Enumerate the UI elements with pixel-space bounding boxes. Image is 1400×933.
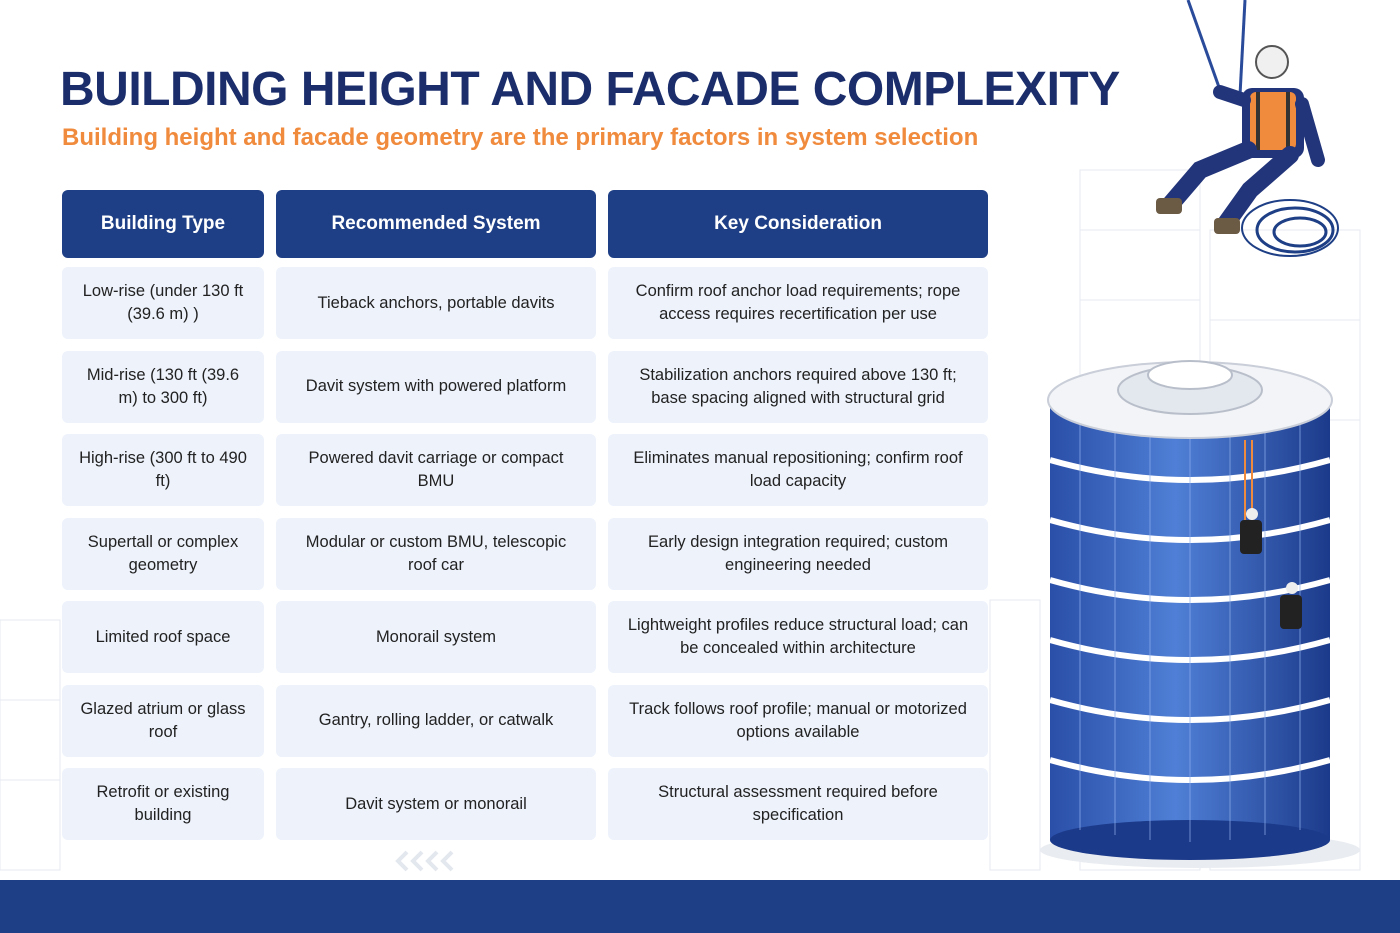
cell-building-type: Low-rise (under 130 ft (39.6 m) ): [62, 267, 264, 339]
table-row: Limited roof space Monorail system Light…: [62, 601, 988, 673]
page-title: BUILDING HEIGHT AND FACADE COMPLEXITY: [60, 63, 1120, 116]
cell-recommended-system: Powered davit carriage or compact BMU: [276, 434, 596, 506]
header-building-type: Building Type: [62, 190, 264, 258]
cell-building-type: Glazed atrium or glass roof: [62, 684, 264, 757]
cylindrical-glass-tower-illustration: [1040, 360, 1360, 868]
table-row: Supertall or complex geometry Modular or…: [62, 517, 988, 590]
cell-recommended-system: Modular or custom BMU, telescopic roof c…: [276, 517, 596, 590]
table-row: Mid-rise (130 ft (39.6 m) to 300 ft) Dav…: [62, 350, 988, 423]
cell-key-consideration: Confirm roof anchor load requirements; r…: [608, 267, 988, 339]
cell-recommended-system: Monorail system: [276, 601, 596, 673]
cell-key-consideration: Track follows roof profile; manual or mo…: [608, 684, 988, 757]
cell-key-consideration: Stabilization anchors required above 130…: [608, 350, 988, 423]
cell-recommended-system: Davit system or monorail: [276, 768, 596, 840]
footer-bar: [0, 880, 1400, 933]
table-row: Glazed atrium or glass roof Gantry, roll…: [62, 684, 988, 757]
cell-building-type: Retrofit or existing building: [62, 768, 264, 840]
table-row: High-rise (300 ft to 490 ft) Powered dav…: [62, 434, 988, 506]
cell-building-type: Limited roof space: [62, 601, 264, 673]
cell-building-type: High-rise (300 ft to 490 ft): [62, 434, 264, 506]
rope-access-worker-illustration: [1156, 0, 1339, 257]
cell-key-consideration: Structural assessment required before sp…: [608, 768, 988, 840]
cell-recommended-system: Tieback anchors, portable davits: [276, 267, 596, 339]
cell-building-type: Mid-rise (130 ft (39.6 m) to 300 ft): [62, 350, 264, 423]
cell-recommended-system: Gantry, rolling ladder, or catwalk: [276, 684, 596, 757]
page-subtitle: Building height and facade geometry are …: [62, 124, 979, 151]
cell-building-type: Supertall or complex geometry: [62, 517, 264, 590]
table-row: Low-rise (under 130 ft (39.6 m) ) Tiebac…: [62, 267, 988, 339]
cell-key-consideration: Early design integration required; custo…: [608, 517, 988, 590]
chevrons-left-icon: [395, 850, 454, 872]
header-recommended-system: Recommended System: [276, 190, 596, 258]
cell-recommended-system: Davit system with powered platform: [276, 350, 596, 423]
cell-key-consideration: Eliminates manual repositioning; confirm…: [608, 434, 988, 506]
system-selection-table: Building Type Recommended System Key Con…: [62, 190, 988, 852]
header-key-consideration: Key Consideration: [608, 190, 988, 258]
table-row: Retrofit or existing building Davit syst…: [62, 768, 988, 840]
cell-key-consideration: Lightweight profiles reduce structural l…: [608, 601, 988, 673]
table-header-row: Building Type Recommended System Key Con…: [62, 190, 988, 258]
